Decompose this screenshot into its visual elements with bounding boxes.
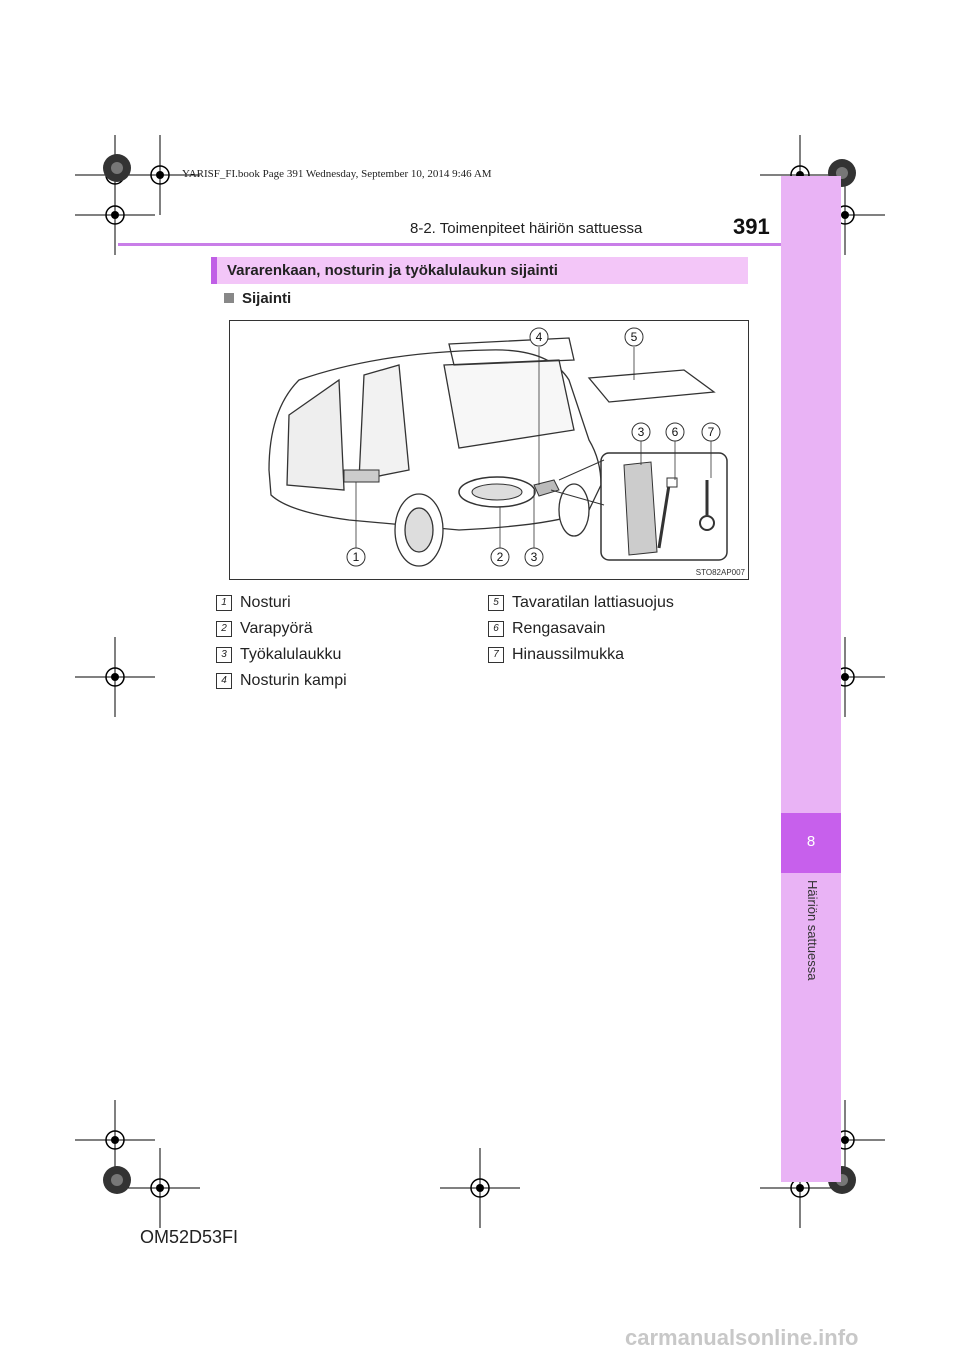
legend-item: 2 Varapyörä: [216, 620, 313, 638]
registration-mark-icon: [440, 1148, 520, 1228]
book-info: YARISF_FI.book Page 391 Wednesday, Septe…: [182, 168, 492, 180]
watermark: carmanualsonline.info: [625, 1325, 859, 1351]
subheading-text: Sijainti: [242, 290, 291, 307]
chapter-number: 8: [781, 813, 841, 873]
legend-item: 3 Työkalulaukku: [216, 646, 341, 664]
document-code: OM52D53FI: [140, 1227, 238, 1248]
callout-label: 4: [536, 330, 543, 344]
header-rule: [118, 243, 840, 246]
tool-bag-icon: [624, 462, 657, 555]
callout-label: 1: [353, 550, 360, 564]
callout-label: 7: [708, 425, 715, 439]
legend-item: 7 Hinaussilmukka: [488, 646, 624, 664]
legend-label: Työkalulaukku: [240, 646, 341, 663]
legend-label: Varapyörä: [240, 620, 313, 637]
legend-label: Rengasavain: [512, 620, 605, 637]
registration-mark-icon: [75, 637, 155, 717]
legend-item: 6 Rengasavain: [488, 620, 605, 638]
legend-label: Nosturi: [240, 594, 291, 611]
legend-number: 1: [216, 595, 232, 611]
legend-number: 5: [488, 595, 504, 611]
callout-label: 2: [497, 550, 504, 564]
jack-icon: [344, 470, 379, 482]
legend-number: 6: [488, 621, 504, 637]
legend-item: 1 Nosturi: [216, 594, 291, 612]
section-heading: Vararenkaan, nosturin ja työkalulaukun s…: [211, 257, 748, 284]
chapter-label-container: Häiriön sattuessa: [781, 880, 841, 1010]
legend-label: Nosturin kampi: [240, 672, 347, 689]
callout-label: 3: [531, 550, 538, 564]
callout-label: 6: [672, 425, 679, 439]
registration-mark-icon: [120, 1148, 200, 1228]
starburst-mark-icon: [102, 153, 132, 183]
legend-item: 5 Tavaratilan lattiasuojus: [488, 594, 674, 612]
legend-number: 3: [216, 647, 232, 663]
spare-tire-icon: [459, 477, 535, 507]
figure-code: STO82AP007: [696, 568, 746, 577]
legend-item: 4 Nosturin kampi: [216, 672, 347, 690]
callout-label: 3: [638, 425, 645, 439]
car-location-illustration: 1 2 3 4 5 3 6 7 STO82AP007: [229, 320, 749, 580]
legend-number: 4: [216, 673, 232, 689]
legend-number: 2: [216, 621, 232, 637]
subheading: Sijainti: [224, 290, 291, 307]
legend-label: Hinaussilmukka: [512, 646, 624, 663]
starburst-mark-icon: [102, 1165, 132, 1195]
page-number: 391: [733, 214, 770, 240]
bullet-square-icon: [224, 293, 234, 303]
legend-number: 7: [488, 647, 504, 663]
chapter-label: Häiriön sattuessa: [805, 880, 820, 980]
chapter-side-tab: [781, 176, 841, 1182]
callout-label: 5: [631, 330, 638, 344]
section-title: 8-2. Toimenpiteet häiriön sattuessa: [410, 220, 642, 237]
legend-label: Tavaratilan lattiasuojus: [512, 594, 674, 611]
